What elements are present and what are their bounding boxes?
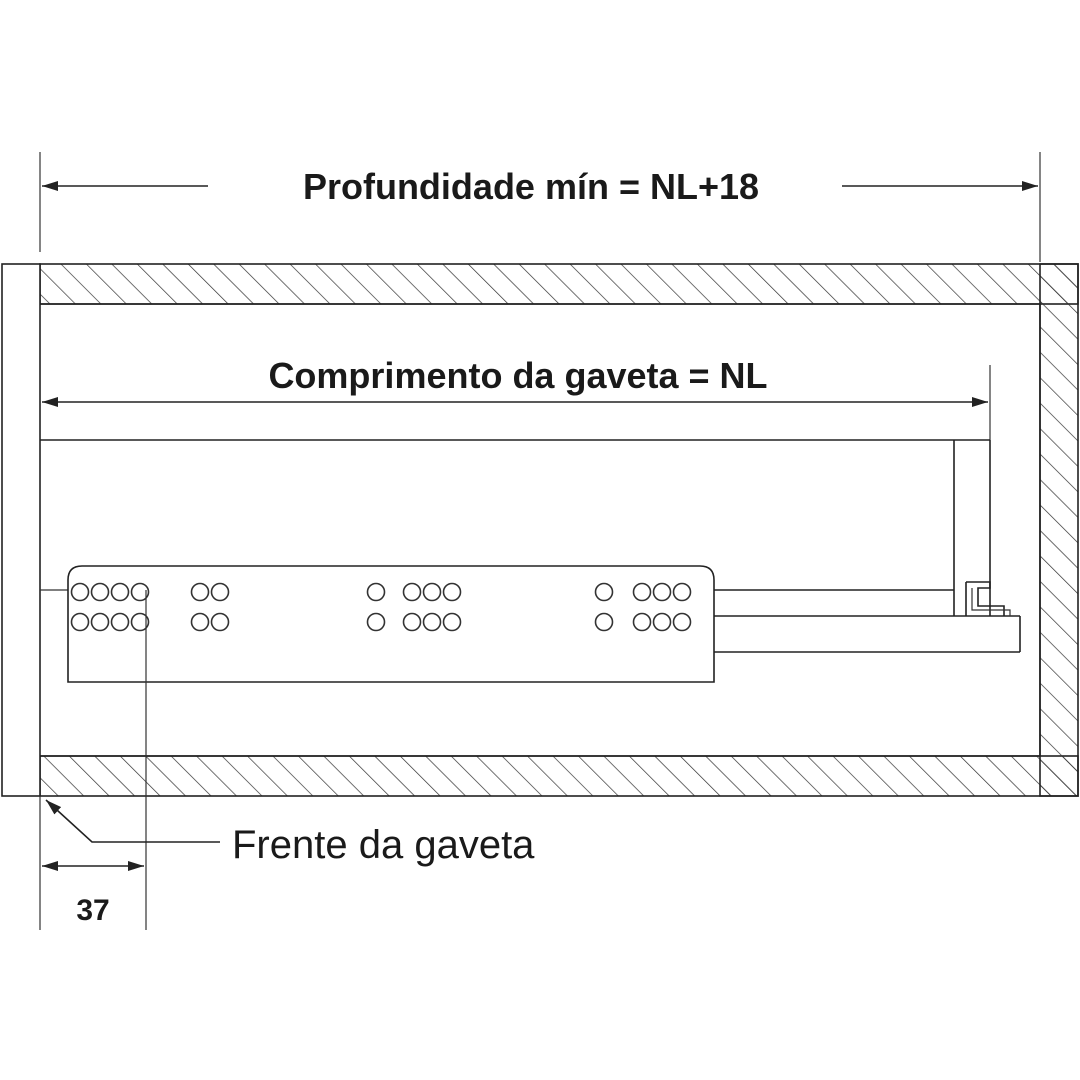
mounting-hole	[422, 612, 442, 632]
mounting-hole	[190, 612, 210, 632]
offset-label: 37	[76, 894, 109, 927]
depth-dimension: Profundidade mín = NL+18	[39, 152, 1041, 262]
depth-label: Profundidade mín = NL+18	[303, 166, 759, 207]
cabinet-bottom-wall	[39, 755, 1079, 797]
mounting-hole	[672, 582, 692, 602]
mounting-hole	[210, 582, 230, 602]
drawer-length-dimension: Comprimento da gaveta = NL	[42, 355, 991, 440]
cabinet-back-wall	[1039, 263, 1079, 797]
mounting-hole	[422, 582, 442, 602]
slide-body-plate	[67, 565, 715, 683]
cabinet-top-wall	[39, 263, 1079, 305]
mounting-hole	[652, 612, 672, 632]
cabinet	[39, 263, 1079, 797]
mounting-hole	[110, 582, 130, 602]
mounting-hole	[90, 582, 110, 602]
mounting-hole	[672, 612, 692, 632]
drawer-front-panel	[1, 263, 41, 797]
drawer-front-label: Frente da gaveta	[232, 823, 535, 867]
mounting-hole	[366, 612, 386, 632]
mounting-hole	[402, 612, 422, 632]
mounting-hole	[442, 582, 462, 602]
drawer-slide	[40, 565, 1021, 683]
mounting-hole	[402, 582, 422, 602]
drawer-front-leader	[45, 799, 220, 843]
mounting-hole	[130, 612, 150, 632]
mounting-hole	[632, 582, 652, 602]
mounting-hole	[632, 612, 652, 632]
rear-clip	[965, 581, 1005, 616]
mounting-hole	[70, 612, 90, 632]
mounting-hole	[442, 612, 462, 632]
mounting-hole	[70, 582, 90, 602]
mounting-hole	[130, 582, 150, 602]
mounting-hole	[594, 612, 614, 632]
mounting-hole	[210, 612, 230, 632]
mounting-hole	[594, 582, 614, 602]
mounting-hole	[652, 582, 672, 602]
mounting-hole	[90, 612, 110, 632]
drawer-front-callout: Frente da gaveta 37	[39, 590, 535, 930]
mounting-hole	[366, 582, 386, 602]
mounting-holes	[70, 582, 692, 632]
mounting-hole	[110, 612, 130, 632]
mounting-hole	[190, 582, 210, 602]
drawer-length-label: Comprimento da gaveta = NL	[268, 355, 767, 396]
